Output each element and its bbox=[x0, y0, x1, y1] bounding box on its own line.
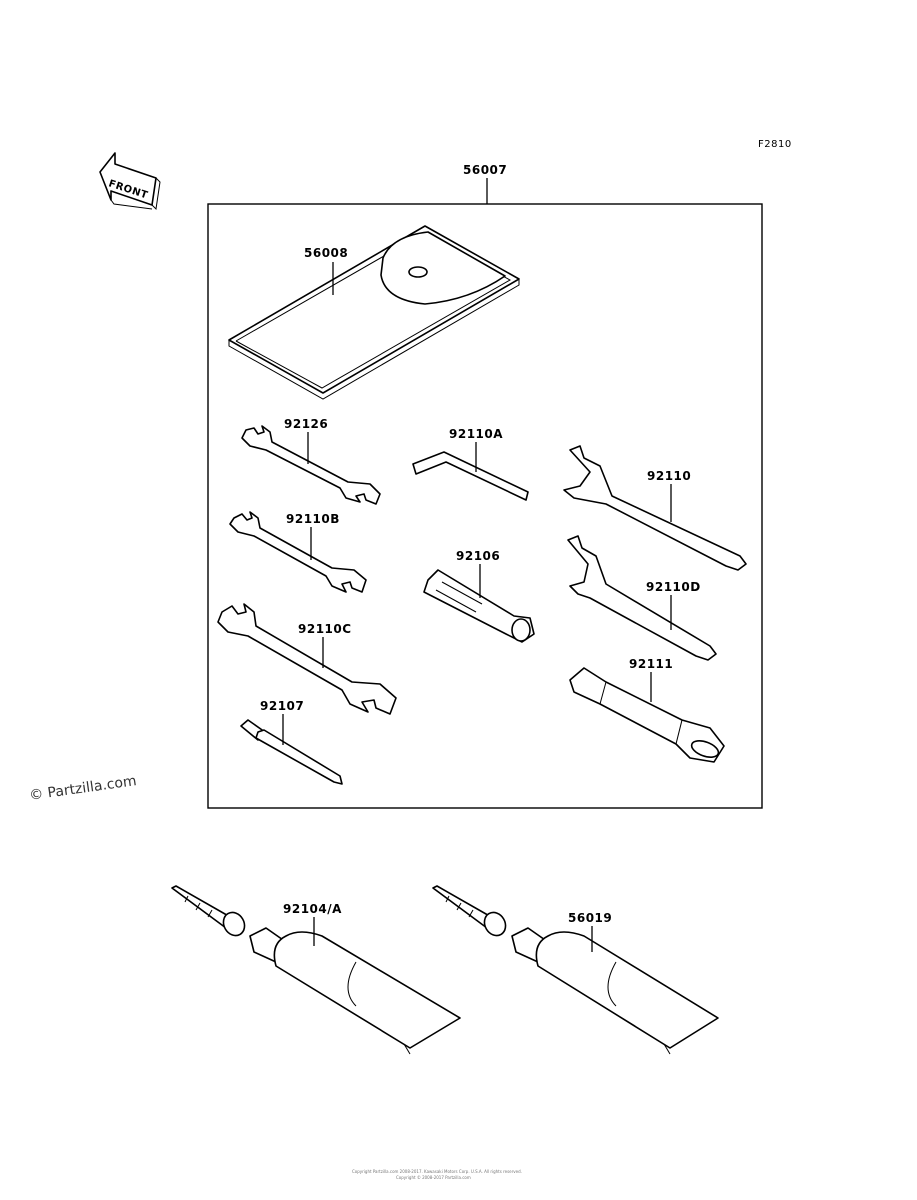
hex-key-92110a-part bbox=[412, 451, 529, 501]
spanner-92110d-label: 92110D bbox=[646, 580, 701, 594]
wrench-92110b-part bbox=[229, 511, 367, 593]
wrench-92110b-label: 92110B bbox=[286, 512, 340, 526]
hex-key-92110a-label: 92110A bbox=[449, 427, 503, 441]
extension-92111-part bbox=[569, 667, 725, 763]
tube-92104a-label: 92104/A bbox=[283, 902, 342, 916]
spanner-92110-part bbox=[563, 445, 747, 571]
footer-line-2: Copyright © 2008-2017 Partzilla.com bbox=[396, 1175, 471, 1180]
screwdriver-92107-label: 92107 bbox=[260, 699, 304, 713]
spanner-92110d-part bbox=[567, 535, 717, 661]
pouch-label: 56008 bbox=[304, 246, 348, 260]
pouch-part bbox=[228, 225, 520, 400]
socket-handle-92106-label: 92106 bbox=[456, 549, 500, 563]
figure-code: F2810 bbox=[758, 139, 792, 150]
screwdriver-92107-part bbox=[240, 719, 343, 785]
wrench-92126-label: 92126 bbox=[284, 417, 328, 431]
tube-92104a-part bbox=[171, 885, 461, 1055]
kit-box bbox=[207, 203, 763, 809]
tube-56019-label: 56019 bbox=[568, 911, 612, 925]
tube-56019-part bbox=[432, 885, 719, 1055]
wrench-92110c-part bbox=[217, 603, 397, 715]
wrench-92110c-label: 92110C bbox=[298, 622, 352, 636]
footer-line-1: Copyright Partzilla.com 2008-2017. Kawas… bbox=[352, 1169, 522, 1174]
spanner-92110-label: 92110 bbox=[647, 469, 691, 483]
kit-label: 56007 bbox=[463, 163, 507, 177]
extension-92111-label: 92111 bbox=[629, 657, 673, 671]
socket-handle-92106-part bbox=[423, 569, 535, 643]
wrench-92126-part bbox=[241, 425, 381, 505]
front-arrow-icon: FRONT bbox=[99, 152, 161, 211]
watermark: © Partzilla.com bbox=[28, 773, 137, 804]
